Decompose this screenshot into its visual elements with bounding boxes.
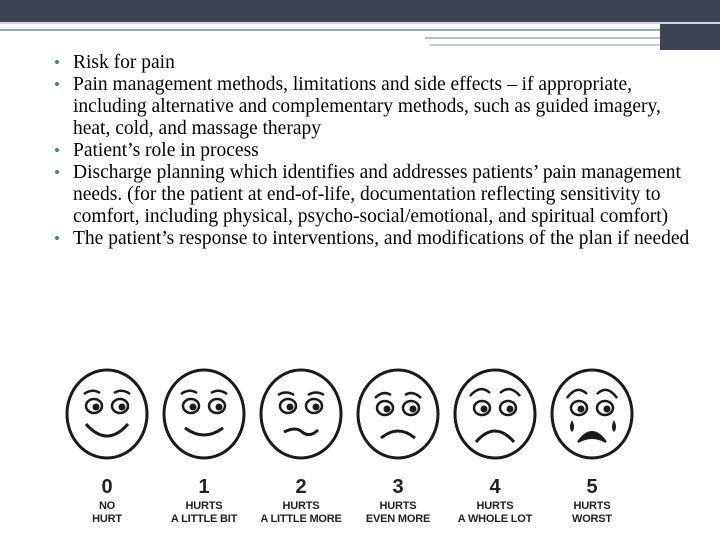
- decor-line: [425, 37, 660, 39]
- decor-line: [430, 44, 660, 46]
- scale-number: 1: [198, 476, 210, 498]
- scale-number: 4: [489, 476, 501, 498]
- top-right-block: [660, 0, 720, 50]
- scale-number: 3: [392, 476, 404, 498]
- decor-line: [0, 29, 660, 31]
- scale-number: 2: [295, 476, 307, 498]
- hurts-even-more-face-icon: [356, 368, 440, 460]
- top-band: [0, 0, 720, 22]
- decor-line: [0, 22, 720, 24]
- scale-number: 5: [586, 476, 598, 498]
- bullet-item: The patient’s response to interventions,…: [50, 228, 690, 250]
- hurts-whole-lot-face-icon: [453, 368, 537, 460]
- bullet-list: Risk for pain Pain management methods, l…: [50, 52, 690, 250]
- hurts-little-bit-face-icon: [162, 368, 246, 460]
- scale-number: 0: [101, 476, 113, 498]
- bullet-item: Risk for pain: [50, 52, 690, 74]
- hurts-worst-crying-face-icon: [550, 368, 634, 460]
- no-hurt-face-icon: [65, 368, 149, 460]
- hurts-little-more-face-icon: [259, 368, 343, 460]
- bullet-item: Pain management methods, limitations and…: [50, 74, 690, 140]
- bullet-item: Discharge planning which identifies and …: [50, 162, 690, 228]
- bullet-item: Patient’s role in process: [50, 140, 690, 162]
